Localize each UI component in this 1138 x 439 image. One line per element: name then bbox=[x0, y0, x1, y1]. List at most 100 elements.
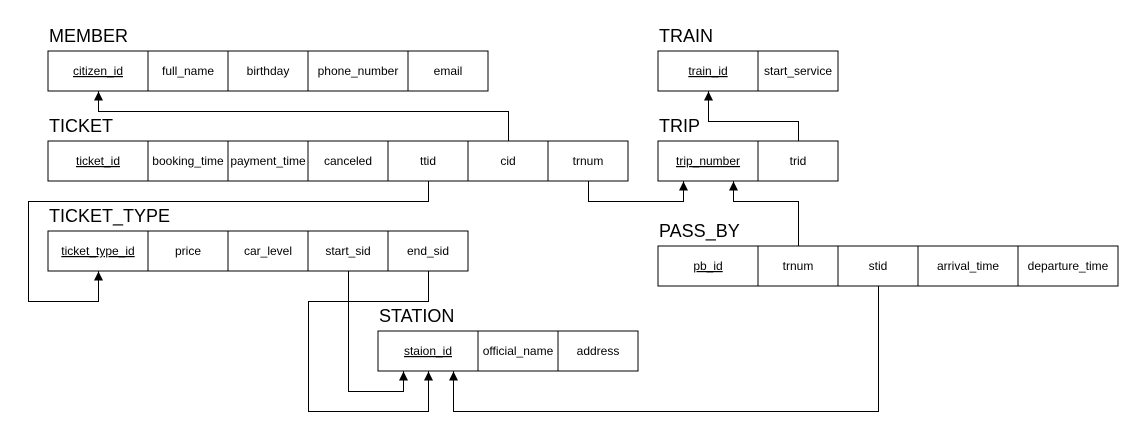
table-title-ticket-type: TICKET_TYPE bbox=[49, 206, 170, 227]
column-ticket-trnum: trnum bbox=[547, 140, 629, 182]
fk-ticket-trnum-to-trip bbox=[588, 181, 688, 202]
column-ticket-type-ticket-type-id: ticket_type_id bbox=[47, 230, 149, 272]
column-ticket-ticket-id: ticket_id bbox=[47, 140, 149, 182]
column-cell bbox=[837, 245, 919, 287]
column-cell bbox=[477, 330, 559, 372]
tables-layer: MEMBER citizen_id full_name birthday phone_n… bbox=[47, 26, 1119, 372]
column-cell bbox=[307, 140, 389, 182]
table-title-pass-by: PASS_BY bbox=[659, 221, 740, 242]
column-station-official-name: official_name bbox=[477, 330, 559, 372]
column-label: email bbox=[434, 64, 463, 78]
column-label: departure_time bbox=[1028, 259, 1109, 273]
column-pass-by-stid: stid bbox=[837, 245, 919, 287]
column-ticket-cid: cid bbox=[467, 140, 549, 182]
column-label: birthday bbox=[247, 64, 290, 78]
column-label: canceled bbox=[324, 154, 372, 168]
table-title-ticket: TICKET bbox=[49, 116, 113, 136]
column-label: payment_time bbox=[230, 154, 306, 168]
primary-key-label: pb_id bbox=[693, 259, 722, 273]
column-label: end_sid bbox=[407, 244, 449, 258]
column-cell bbox=[227, 230, 309, 272]
column-station-address: address bbox=[557, 330, 639, 372]
fk-trip-trid-to-train bbox=[704, 91, 799, 142]
column-ticket-type-end-sid: end_sid bbox=[387, 230, 469, 272]
column-cell bbox=[147, 140, 229, 182]
table-ticket-type: TICKET_TYPE ticket_type_id price car_level s… bbox=[47, 206, 469, 272]
column-label: price bbox=[175, 244, 201, 258]
column-cell bbox=[757, 50, 839, 92]
fk-ticket-cid-to-member bbox=[94, 91, 509, 142]
column-train-start-service: start_service bbox=[757, 50, 839, 92]
column-label: start_sid bbox=[325, 244, 370, 258]
table-title-train: TRAIN bbox=[659, 26, 713, 46]
primary-key-label: staion_id bbox=[404, 344, 452, 358]
relationship-lines bbox=[28, 91, 879, 412]
column-train-train-id: train_id bbox=[657, 50, 759, 92]
column-label: official_name bbox=[483, 344, 554, 358]
column-cell bbox=[657, 50, 759, 92]
column-cell bbox=[47, 230, 149, 272]
column-cell bbox=[547, 140, 629, 182]
column-label: full_name bbox=[162, 64, 214, 78]
fk-ticket-type-start-sid-to-station bbox=[348, 271, 408, 392]
column-label: phone_number bbox=[318, 64, 399, 78]
column-cell bbox=[307, 230, 389, 272]
table-title-trip: TRIP bbox=[659, 116, 700, 136]
column-cell bbox=[1017, 245, 1119, 287]
primary-key-label: train_id bbox=[688, 64, 727, 78]
primary-key-label: trip_number bbox=[676, 154, 740, 168]
column-label: trnum bbox=[573, 154, 604, 168]
fk-pass-by-trnum-to-trip bbox=[729, 181, 799, 247]
column-cell bbox=[657, 245, 759, 287]
column-trip-trid: trid bbox=[757, 140, 839, 182]
column-ticket-type-car-level: car_level bbox=[227, 230, 309, 272]
column-label: address bbox=[577, 344, 620, 358]
column-cell bbox=[147, 230, 229, 272]
column-label: stid bbox=[869, 259, 888, 273]
column-pass-by-pb-id: pb_id bbox=[657, 245, 759, 287]
column-cell bbox=[377, 330, 479, 372]
column-label: booking_time bbox=[152, 154, 224, 168]
column-ticket-type-price: price bbox=[147, 230, 229, 272]
fk-ticket-type-end-sid-to-station bbox=[308, 271, 433, 412]
column-ticket-canceled: canceled bbox=[307, 140, 389, 182]
table-train: TRAIN train_id start_service bbox=[657, 26, 839, 92]
primary-key-label: ticket_type_id bbox=[61, 244, 134, 258]
column-member-citizen-id: citizen_id bbox=[47, 50, 149, 92]
column-cell bbox=[467, 140, 549, 182]
column-cell bbox=[387, 140, 469, 182]
column-label: start_service bbox=[764, 64, 832, 78]
column-cell bbox=[147, 50, 229, 92]
column-cell bbox=[917, 245, 1019, 287]
column-pass-by-trnum: trnum bbox=[757, 245, 839, 287]
column-cell bbox=[47, 50, 149, 92]
column-member-birthday: birthday bbox=[227, 50, 309, 92]
column-label: trnum bbox=[783, 259, 814, 273]
column-label: ttid bbox=[420, 154, 436, 168]
column-ticket-payment-time: payment_time bbox=[227, 140, 309, 182]
column-ticket-type-start-sid: start_sid bbox=[307, 230, 389, 272]
column-ticket-ttid: ttid bbox=[387, 140, 469, 182]
fk-ticket-ttid-to-ticket-type bbox=[28, 181, 429, 302]
column-cell bbox=[47, 140, 149, 182]
primary-key-label: citizen_id bbox=[73, 64, 123, 78]
column-cell bbox=[757, 140, 839, 182]
column-cell bbox=[557, 330, 639, 372]
table-title-station: STATION bbox=[379, 306, 454, 326]
column-cell bbox=[757, 245, 839, 287]
column-cell bbox=[407, 50, 489, 92]
table-station: STATION staion_id official_name address bbox=[377, 306, 639, 372]
column-pass-by-departure-time: departure_time bbox=[1017, 245, 1119, 287]
table-title-member: MEMBER bbox=[49, 26, 128, 46]
column-station-staion-id: staion_id bbox=[377, 330, 479, 372]
column-pass-by-arrival-time: arrival_time bbox=[917, 245, 1019, 287]
column-member-phone-number: phone_number bbox=[307, 50, 409, 92]
table-trip: TRIP trip_number trid bbox=[657, 116, 839, 182]
column-cell bbox=[657, 140, 759, 182]
column-cell bbox=[387, 230, 469, 272]
column-label: trid bbox=[790, 154, 807, 168]
column-label: cid bbox=[500, 154, 515, 168]
